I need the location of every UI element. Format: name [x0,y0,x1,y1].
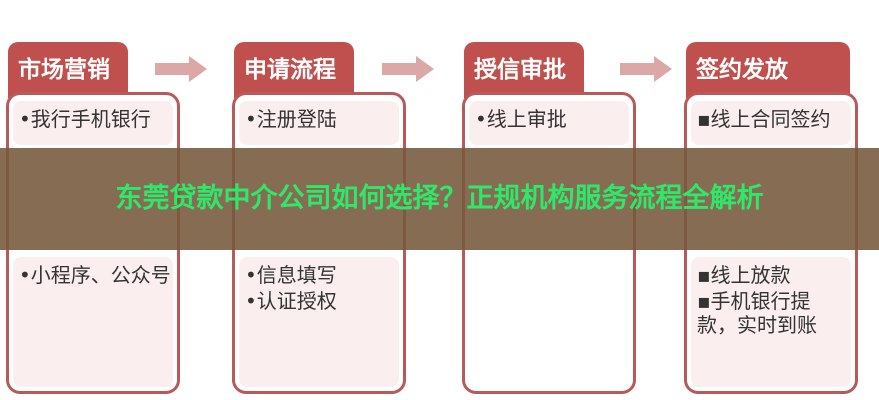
step-item: ▪线上合同签约 [697,107,831,131]
step-title: 市场营销 [8,42,128,98]
step-items: ▪线上合同签约 [691,101,851,145]
step-items: •信息填写 •认证授权 [239,257,399,387]
step-item: •线上审批 [475,107,567,131]
step-title: 申请流程 [234,42,354,98]
step-item: ▪手机银行提款，实时到账 [697,289,817,337]
step-item: •信息填写 [245,263,337,287]
step-title: 授信审批 [464,42,584,98]
arrow-right-icon [620,56,672,82]
step-items: ▪线上放款 ▪手机银行提款，实时到账 [691,257,851,387]
overlay-title: 东莞贷款中介公司如何选择？正规机构服务流程全解析 [115,183,764,214]
step-item: •注册登陆 [245,107,337,131]
step-item: ▪线上放款 [697,263,791,287]
step-items: •线上审批 [469,101,629,145]
step-items: •我行手机银行 [13,101,173,145]
step-item: •小程序、公众号 [19,263,171,287]
step-title: 签约发放 [686,42,850,98]
step-item: •我行手机银行 [19,107,151,131]
arrow-right-icon [382,56,434,82]
step-item: •认证授权 [245,289,337,313]
step-items: •小程序、公众号 [13,257,173,387]
arrow-right-icon [155,56,207,82]
step-items: •注册登陆 [239,101,399,145]
overlay-banner: 东莞贷款中介公司如何选择？正规机构服务流程全解析 [0,148,879,250]
